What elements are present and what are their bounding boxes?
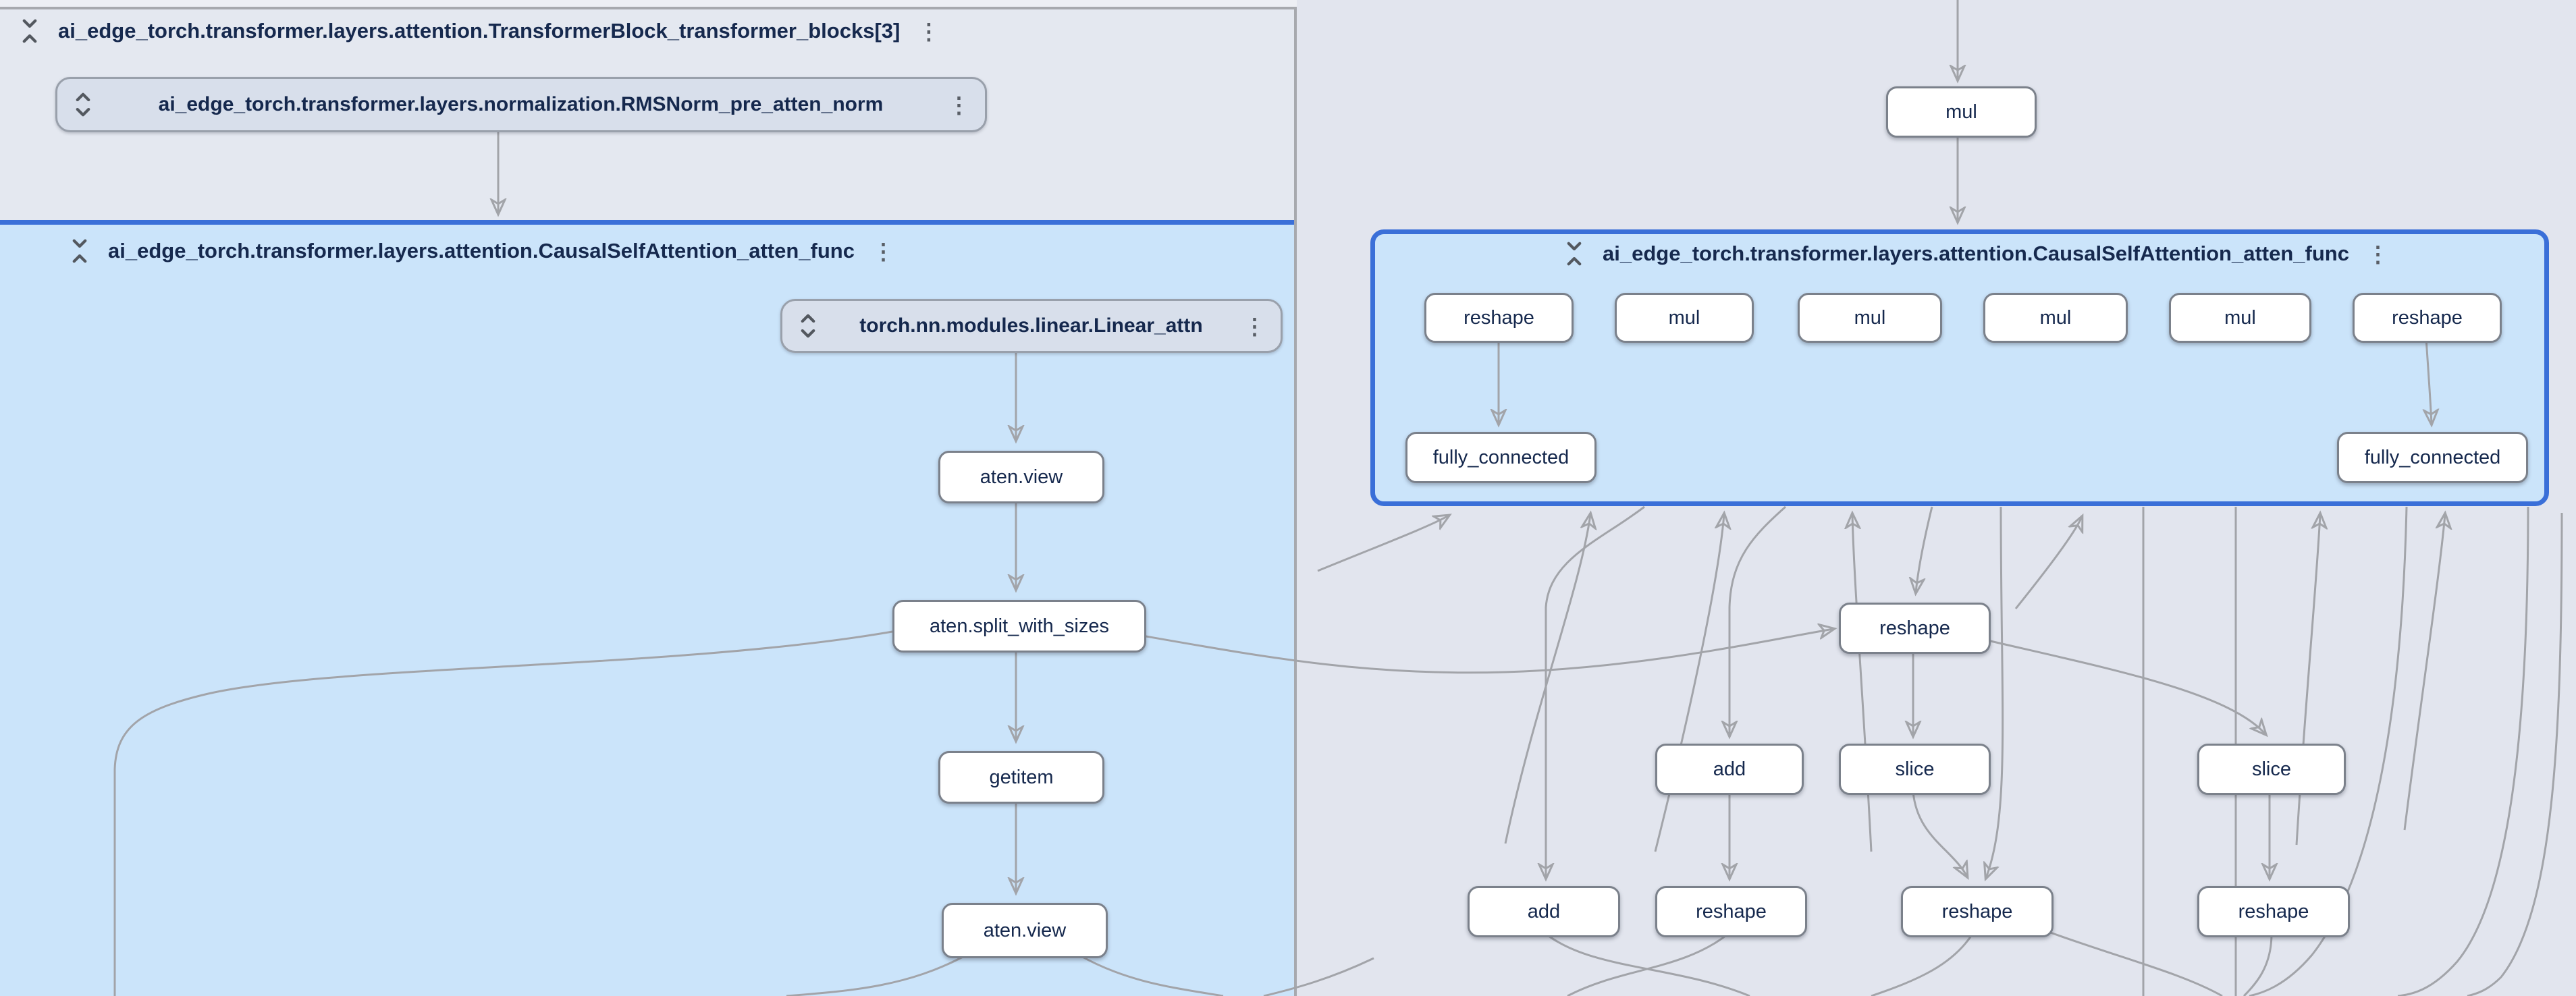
edge <box>2426 337 2432 424</box>
op-label: aten.split_with_sizes <box>930 615 1109 637</box>
op-label: reshape <box>1696 900 1767 922</box>
edge <box>1912 791 1967 877</box>
right-attention-title: ai_edge_torch.transformer.layers.attenti… <box>1603 242 2349 265</box>
edge <box>1916 506 1933 592</box>
op-label: add <box>1713 758 1746 780</box>
linear-attn-node[interactable]: torch.nn.modules.linear.Linear_attn ⋮ <box>780 299 1283 353</box>
op-label: reshape <box>1464 306 1534 329</box>
op-label: reshape <box>1879 617 1950 639</box>
transformer-block-top-border <box>0 7 1297 9</box>
unfold-less-icon[interactable] <box>1563 240 1585 267</box>
op-node-reshape[interactable]: reshape <box>1901 886 2054 937</box>
op-label: reshape <box>2392 306 2463 329</box>
rms-norm-label: ai_edge_torch.transformer.layers.normali… <box>158 93 884 115</box>
op-node-reshape[interactable]: reshape <box>1839 603 1991 654</box>
edge <box>2249 506 2408 996</box>
unfold-more-icon[interactable] <box>797 312 819 339</box>
overflow-menu-icon[interactable]: ⋮ <box>1243 313 1266 339</box>
left-attention-title: ai_edge_torch.transformer.layers.attenti… <box>108 239 855 262</box>
edge <box>1504 514 1590 844</box>
op-node-reshape[interactable]: reshape <box>1655 886 1807 937</box>
outer-background <box>0 0 1297 7</box>
op-label: reshape <box>1941 900 2013 922</box>
overflow-menu-icon[interactable]: ⋮ <box>2366 241 2389 267</box>
unfold-less-icon[interactable] <box>69 238 90 265</box>
edge <box>786 953 967 996</box>
op-node-aten-view[interactable]: aten.view <box>942 903 1108 958</box>
edge <box>1078 953 1224 996</box>
left-attention-group-top-border <box>0 220 1294 225</box>
edge <box>113 630 893 996</box>
edge <box>1567 933 1729 996</box>
group-divider-border <box>1294 7 1297 996</box>
op-label: aten.view <box>980 466 1063 488</box>
edge <box>1729 505 1786 736</box>
edge <box>2397 506 2529 996</box>
op-node-reshape[interactable]: reshape <box>1424 293 1574 343</box>
op-node-slice[interactable]: slice <box>1839 744 1991 795</box>
op-node-mul[interactable]: mul <box>1983 293 2128 343</box>
op-node-mul[interactable]: mul <box>1615 293 1754 343</box>
op-node-fully-connected[interactable]: fully_connected <box>1405 432 1596 483</box>
rms-norm-node[interactable]: ai_edge_torch.transformer.layers.normali… <box>55 77 987 132</box>
op-node-mul[interactable]: mul <box>1886 86 2037 138</box>
unfold-less-icon[interactable] <box>19 18 41 45</box>
overflow-menu-icon[interactable]: ⋮ <box>917 18 940 44</box>
op-node-mul[interactable]: mul <box>1798 293 1942 343</box>
op-label: mul <box>1854 306 1886 329</box>
edge <box>2403 514 2445 831</box>
edge <box>1545 933 1750 996</box>
op-label: fully_connected <box>1432 446 1569 468</box>
op-label: fully_connected <box>2364 446 2501 468</box>
linear-attn-label: torch.nn.modules.linear.Linear_attn <box>859 314 1203 337</box>
op-label: mul <box>2224 306 2256 329</box>
op-node-aten-split-with-sizes[interactable]: aten.split_with_sizes <box>892 600 1146 653</box>
op-node-mul[interactable]: mul <box>2169 293 2311 343</box>
edge <box>1142 629 1833 674</box>
op-label: slice <box>1895 758 1935 780</box>
op-node-fully-connected[interactable]: fully_connected <box>2337 432 2528 483</box>
edge <box>1546 505 1645 878</box>
op-label: add <box>1527 900 1561 922</box>
edge <box>2467 512 2563 996</box>
edge <box>2295 514 2320 846</box>
left-attention-header[interactable]: ai_edge_torch.transformer.layers.attenti… <box>69 238 894 265</box>
transformer-block-title: ai_edge_torch.transformer.layers.attenti… <box>58 19 901 43</box>
edge <box>2014 517 2082 609</box>
op-label: mul <box>2039 306 2072 329</box>
edge <box>1871 933 1974 996</box>
op-label: mul <box>1668 306 1700 329</box>
edge <box>1986 506 2004 878</box>
op-label: slice <box>2251 758 2291 780</box>
op-node-reshape[interactable]: reshape <box>2197 886 2350 937</box>
op-node-add[interactable]: add <box>1655 744 1804 795</box>
op-label: reshape <box>2238 900 2309 922</box>
edge <box>1263 957 1374 996</box>
overflow-menu-icon[interactable]: ⋮ <box>871 238 894 264</box>
edge <box>1984 638 2265 734</box>
op-label: aten.view <box>983 919 1067 941</box>
edge <box>1852 514 1873 852</box>
edge <box>1317 516 1449 572</box>
transformer-block-header[interactable]: ai_edge_torch.transformer.layers.attenti… <box>19 18 940 45</box>
op-label: getitem <box>989 766 1054 788</box>
op-node-slice[interactable]: slice <box>2197 744 2346 795</box>
edge <box>1654 514 1724 852</box>
op-node-aten-view[interactable]: aten.view <box>938 451 1104 503</box>
unfold-more-icon[interactable] <box>72 91 94 118</box>
edge <box>2046 930 2223 996</box>
op-node-add[interactable]: add <box>1468 886 1620 937</box>
overflow-menu-icon[interactable]: ⋮ <box>948 92 970 117</box>
edge <box>2243 933 2273 996</box>
op-label: mul <box>1946 101 1977 123</box>
op-node-reshape[interactable]: reshape <box>2353 293 2502 343</box>
right-attention-header[interactable]: ai_edge_torch.transformer.layers.attenti… <box>1563 240 2389 267</box>
op-node-getitem[interactable]: getitem <box>938 751 1104 804</box>
